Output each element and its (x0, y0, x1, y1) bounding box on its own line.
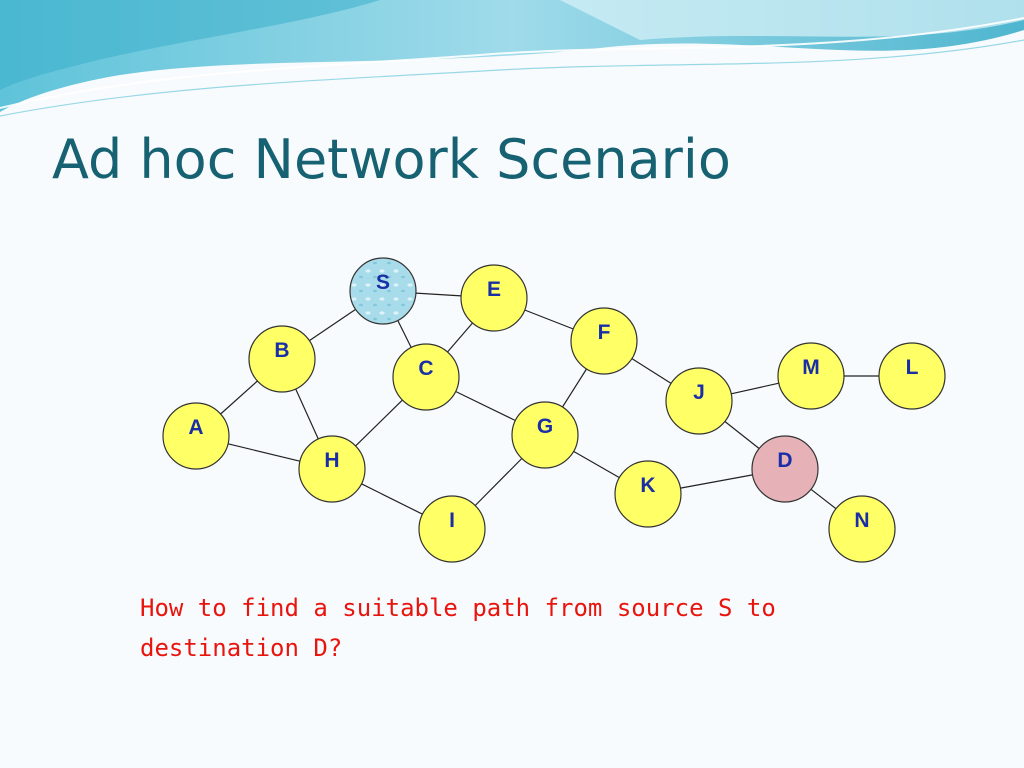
node-a: A (162, 402, 230, 470)
node-g: G (511, 401, 579, 469)
node-e: E (460, 264, 528, 332)
node-h: H (298, 435, 366, 503)
edge-c-g (455, 390, 516, 422)
edge-j-m (731, 382, 779, 395)
node-n-circle (828, 495, 896, 563)
edge-g-k (573, 450, 620, 479)
edge-g-i (474, 458, 523, 506)
node-l-circle (878, 342, 946, 410)
edge-k-d (680, 474, 753, 489)
edge-e-c (447, 322, 473, 353)
node-j: J (665, 367, 733, 435)
node-l: L (878, 342, 946, 410)
node-m: M (777, 342, 845, 410)
edge-j-d (724, 421, 760, 449)
node-s-label: S (376, 271, 390, 294)
node-m-circle (777, 342, 845, 410)
node-k-circle (614, 460, 682, 528)
node-c: C (392, 343, 460, 411)
node-g-circle (511, 401, 579, 469)
edge-s-e (415, 292, 462, 297)
edges-layer (220, 292, 879, 515)
edge-s-b (309, 308, 356, 342)
node-d-circle (751, 435, 819, 503)
node-e-circle (460, 264, 528, 332)
node-d: D (751, 435, 819, 503)
node-b: B (248, 325, 316, 393)
node-i-circle (418, 495, 486, 563)
node-k-label: K (640, 474, 655, 497)
header-wave-decoration (0, 0, 1024, 117)
slide-title: Ad hoc Network Scenario (52, 128, 731, 191)
node-m-label: M (802, 356, 820, 379)
node-a-label: A (188, 416, 203, 439)
edge-h-i (361, 483, 423, 515)
node-h-label: H (324, 449, 339, 472)
node-j-circle (665, 367, 733, 435)
node-e-label: E (487, 278, 501, 301)
node-f-label: F (598, 321, 611, 344)
node-b-circle (248, 325, 316, 393)
node-n-label: N (854, 509, 869, 532)
node-j-label: J (693, 381, 705, 404)
node-s: S (349, 257, 417, 325)
edge-b-h (295, 388, 319, 440)
node-f-circle (570, 307, 638, 375)
edge-d-n (810, 488, 837, 510)
node-f: F (570, 307, 638, 375)
question-text: How to find a suitable path from source … (140, 594, 776, 662)
node-i-label: I (449, 509, 455, 532)
edge-f-j (631, 358, 672, 384)
node-c-circle (392, 343, 460, 411)
nodes-layer: S E F B C M L J A G H D K I N (162, 257, 946, 563)
node-i: I (418, 495, 486, 563)
node-s-circle (349, 257, 417, 325)
node-k: K (614, 460, 682, 528)
node-a-circle (162, 402, 230, 470)
node-c-label: C (418, 357, 433, 380)
node-n: N (828, 495, 896, 563)
node-b-label: B (274, 339, 289, 362)
node-h-circle (298, 435, 366, 503)
edge-a-h (227, 443, 301, 462)
node-d-label: D (777, 449, 792, 472)
edge-b-a (220, 380, 258, 415)
edge-c-h (355, 399, 403, 447)
edge-e-f (524, 309, 574, 330)
edge-f-g (561, 368, 588, 408)
edge-s-c (397, 320, 412, 348)
node-g-label: G (537, 415, 553, 438)
node-l-label: L (906, 356, 919, 379)
